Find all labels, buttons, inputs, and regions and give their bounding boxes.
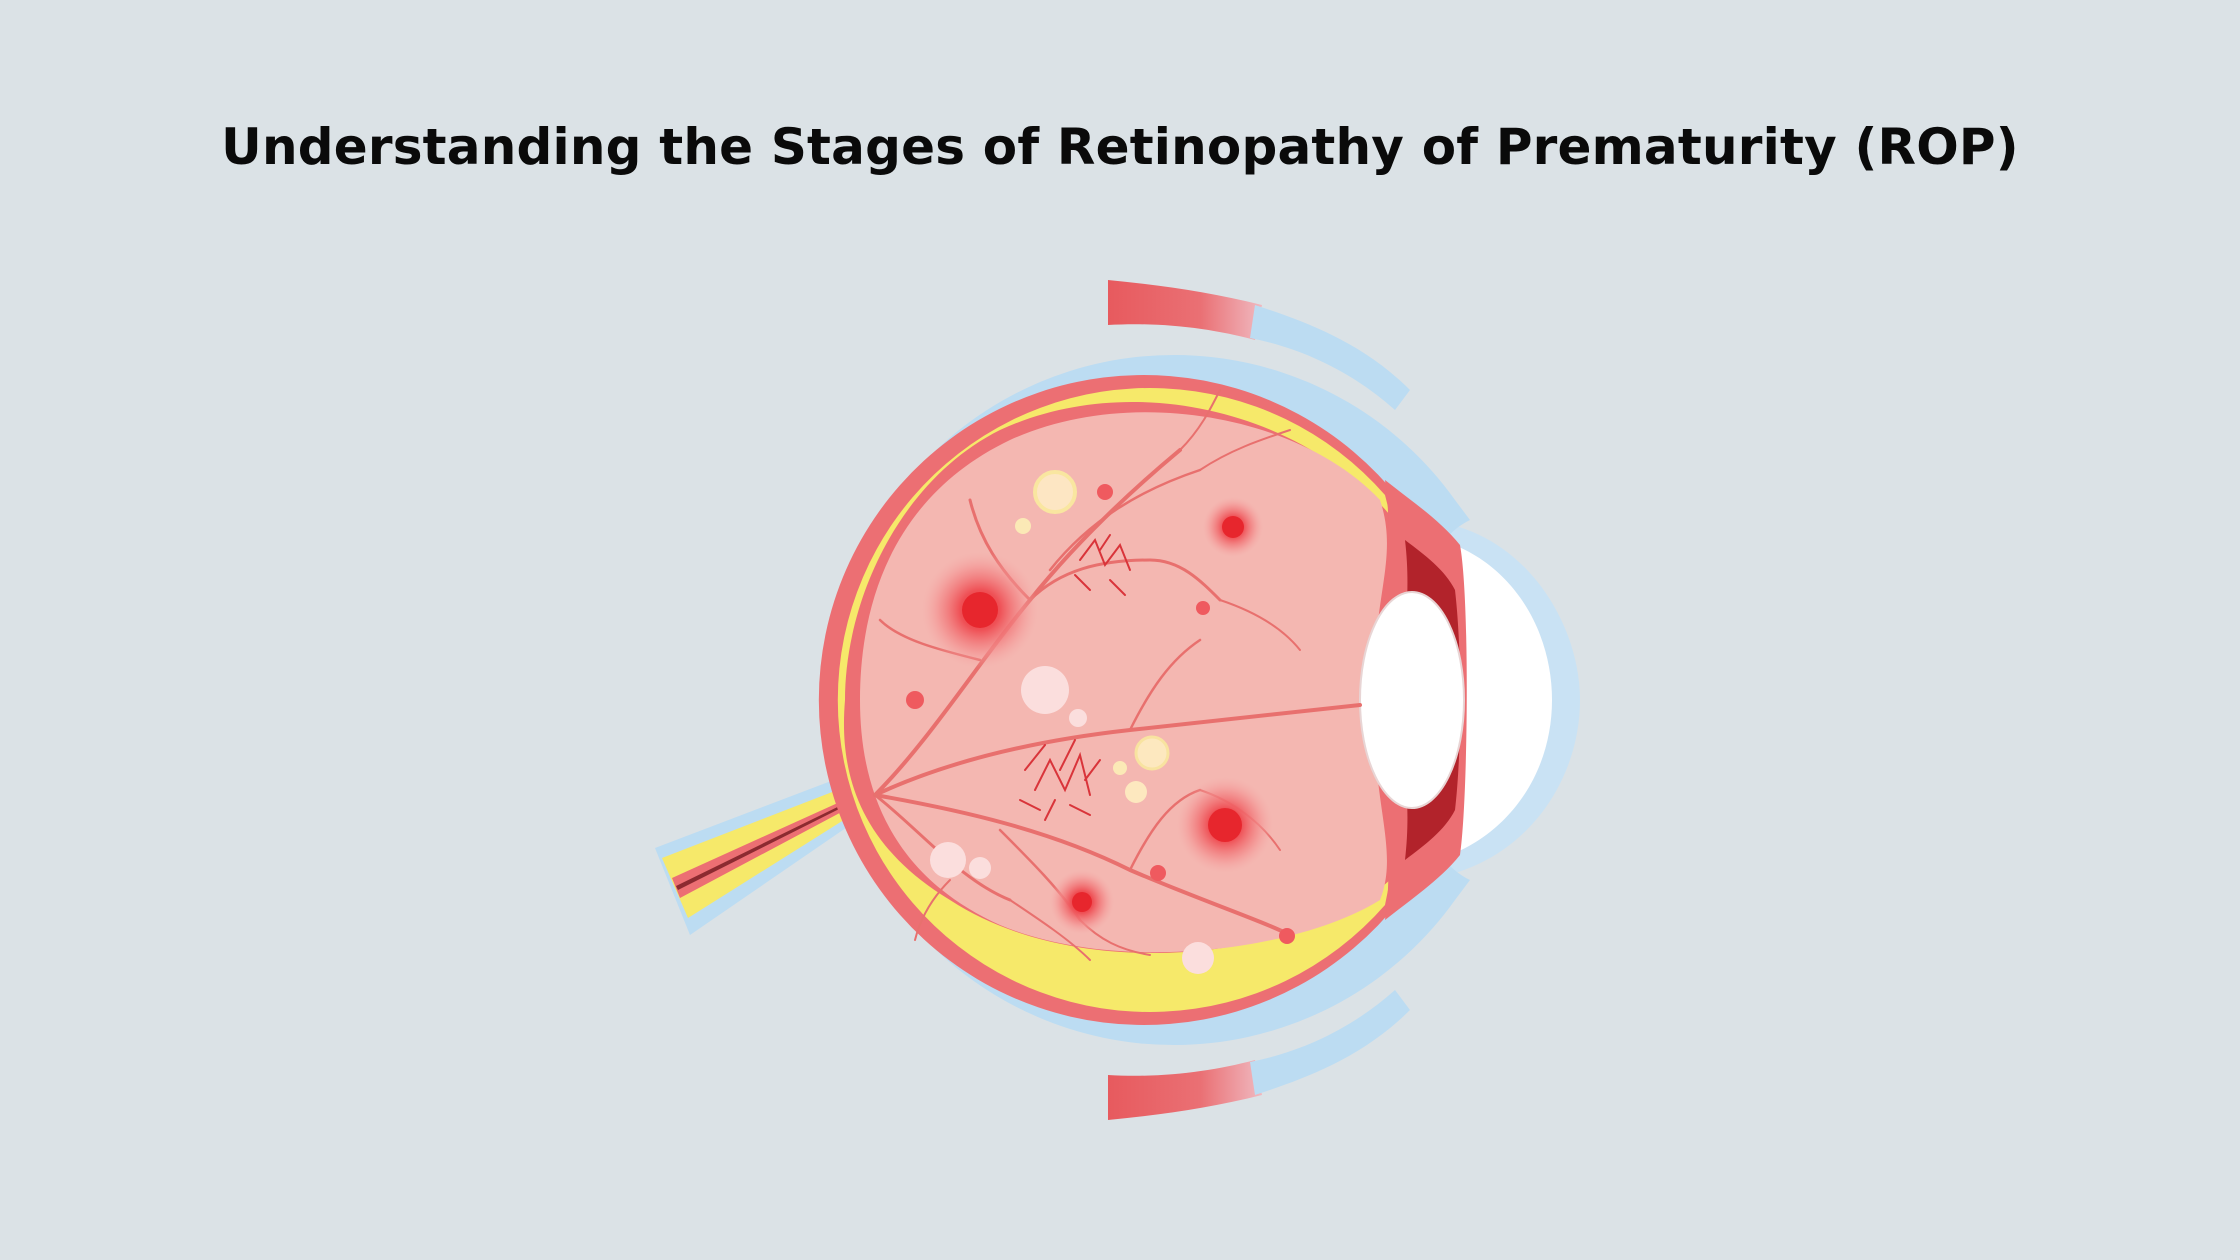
eye-muscle-top <box>1108 280 1410 410</box>
neovascular-tufts <box>1019 534 1131 821</box>
lens <box>1359 591 1465 809</box>
optic-nerve <box>655 770 872 935</box>
retina-layer <box>837 387 1390 1012</box>
eye-muscle-bottom <box>1108 990 1410 1120</box>
retinal-exudates <box>930 470 1214 974</box>
page-title: Understanding the Stages of Retinopathy … <box>221 118 2019 176</box>
retinal-lesions <box>906 484 1295 944</box>
